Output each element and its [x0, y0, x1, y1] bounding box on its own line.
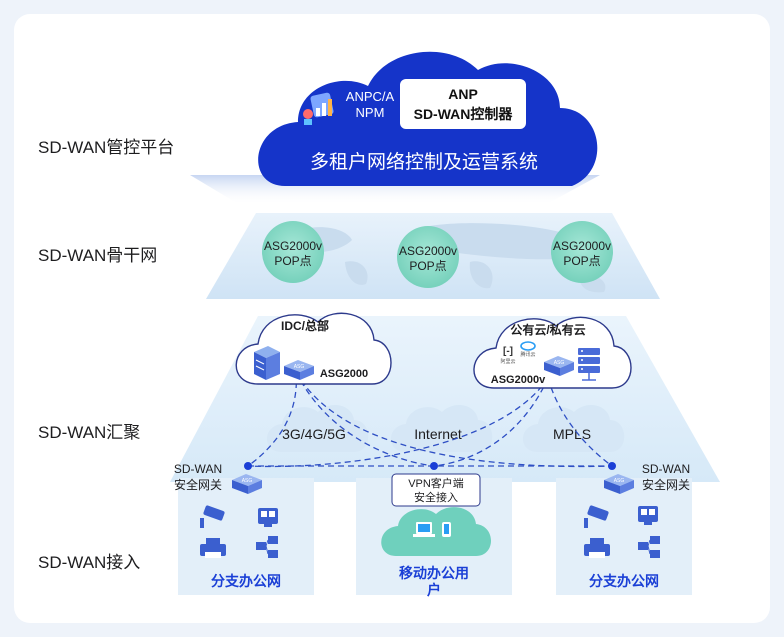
- link-label-internet: Internet: [414, 426, 462, 442]
- printer-icon: [584, 538, 610, 558]
- analytics-icon: [303, 92, 334, 125]
- right-gateway-line2: 安全网关: [642, 477, 690, 492]
- vpn-line2: 安全接入: [414, 490, 458, 504]
- left-branch-panel: [178, 478, 314, 595]
- asg-device-tag: ASG: [554, 360, 565, 366]
- folder-network-icon: [638, 536, 660, 558]
- idc-device-label: ASG2000: [320, 368, 368, 380]
- laptop-icon: [413, 522, 435, 537]
- link-label-cellular: 3G/4G/5G: [282, 426, 346, 442]
- right-gateway-line1: SD-WAN: [642, 462, 690, 476]
- pop-label-line1: ASG2000v: [553, 239, 611, 253]
- tencent-logo-text: 腾讯云: [520, 351, 535, 358]
- right-branch-icons: [584, 505, 660, 558]
- pop-node: ASG2000v POP点: [262, 221, 324, 283]
- controller-box: [400, 79, 526, 129]
- pop-node: ASG2000v POP点: [397, 226, 459, 288]
- pop-label-line2: POP点: [563, 254, 600, 268]
- transport-cloud: MPLS: [523, 405, 625, 452]
- right-gateway-device-icon: ASG: [604, 474, 634, 494]
- platform-section: ANPC/A NPM ANP SD-WAN控制器 多租户网络控制及运营系统: [190, 51, 600, 205]
- camera-icon: [200, 505, 225, 528]
- aggregation-plane: [170, 316, 720, 482]
- mobile-label-line2: 户: [427, 582, 441, 598]
- cloud-dc-device-label: ASG2000v: [491, 374, 546, 386]
- pop-label-line1: ASG2000v: [264, 239, 322, 253]
- pop-label-line1: ASG2000v: [399, 244, 457, 258]
- asg-device-tag: ASG: [614, 478, 625, 484]
- left-branch-icons: [200, 505, 278, 558]
- right-gateway-dot: [608, 462, 616, 470]
- tencent-cloud-logo-icon: 腾讯云: [520, 341, 536, 358]
- platform-caption: 多租户网络控制及运营系统: [310, 151, 538, 173]
- idc-cloud: IDC/总部 ASG ASG2000: [235, 312, 392, 385]
- pop-node: ASG2000v POP点: [551, 221, 613, 283]
- layer-label-aggregation: SD-WAN汇聚: [38, 423, 141, 442]
- right-branch-label: 分支办公网: [589, 573, 659, 589]
- svg-text:[-]: [-]: [503, 346, 513, 357]
- transport-cloud: Internet: [391, 405, 493, 452]
- mobile-cloud: [381, 507, 491, 556]
- camera-icon: [584, 505, 609, 528]
- video-conference-icon: [638, 506, 658, 525]
- idc-title: IDC/总部: [281, 318, 329, 333]
- cloud-dc-title: 公有云/私有云: [510, 322, 585, 337]
- asg-device-icon: ASG: [544, 356, 574, 376]
- asg-device-tag: ASG: [242, 478, 253, 484]
- pop-label-line2: POP点: [274, 254, 311, 268]
- vpn-dot: [430, 462, 438, 470]
- platform-left-line2: NPM: [356, 105, 385, 120]
- folder-network-icon: [256, 536, 278, 558]
- aliyun-logo-icon: [-] 阿里云: [500, 346, 515, 365]
- vpn-line1: VPN客户端: [408, 476, 464, 490]
- platform-left-line1: ANPC/A: [346, 89, 395, 104]
- controller-line2: SD-WAN控制器: [414, 106, 514, 122]
- mobile-label-line1: 移动办公用: [399, 565, 469, 581]
- right-branch-panel: [556, 478, 692, 595]
- left-gateway-dot: [244, 462, 252, 470]
- server-rack-icon: [578, 348, 600, 381]
- pop-label-line2: POP点: [409, 259, 446, 273]
- server-icon: [254, 346, 280, 380]
- link-label-mpls: MPLS: [553, 426, 591, 442]
- printer-icon: [200, 538, 226, 558]
- transport-cloud: 3G/4G/5G: [267, 405, 369, 452]
- vpn-client-box: [391, 473, 481, 507]
- layer-label-backbone: SD-WAN骨干网: [38, 246, 158, 265]
- layer-label-platform: SD-WAN管控平台: [38, 138, 175, 157]
- left-gateway-line1: SD-WAN: [174, 462, 222, 476]
- left-gateway-device-icon: ASG: [232, 474, 262, 494]
- backbone-section: ASG2000v POP点 ASG2000v POP点 ASG2000v POP…: [206, 213, 660, 299]
- left-gateway-line2: 安全网关: [174, 477, 222, 492]
- controller-line1: ANP: [448, 86, 478, 102]
- aliyun-logo-text: 阿里云: [500, 358, 515, 365]
- video-conference-icon: [258, 508, 278, 527]
- left-branch-label: 分支办公网: [211, 573, 281, 589]
- asg-device-tag: ASG: [294, 364, 305, 370]
- cloud-dc: 公有云/私有云 [-] 阿里云 腾讯云 ASG: [473, 316, 632, 389]
- phone-icon: [442, 522, 451, 537]
- asg-device-icon: ASG: [284, 360, 314, 380]
- layer-label-access: SD-WAN接入: [38, 553, 141, 572]
